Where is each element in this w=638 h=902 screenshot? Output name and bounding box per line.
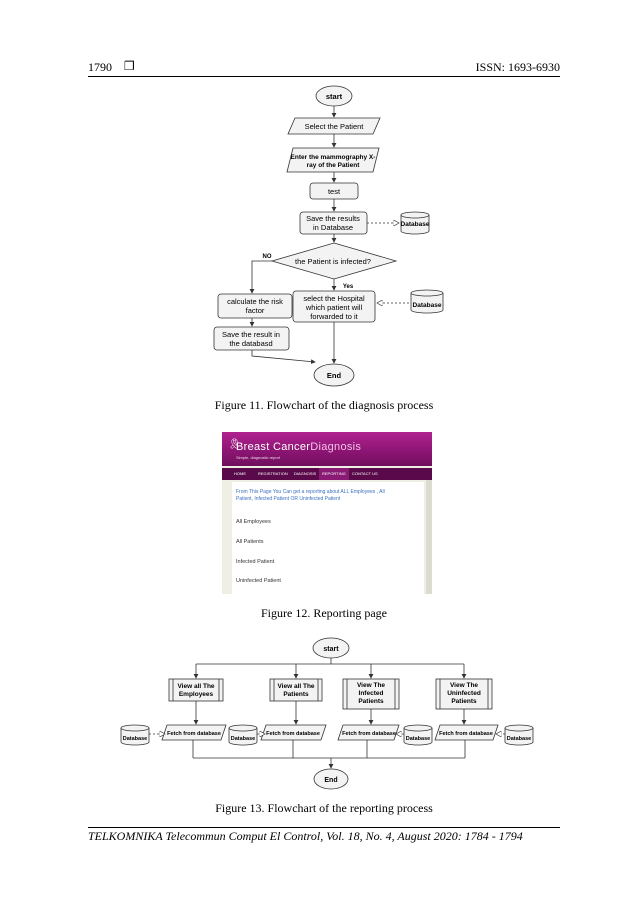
reporting-flowchart: start View all The Employees View all Th… bbox=[120, 637, 534, 790]
save-results-label-1: Save the results bbox=[306, 214, 360, 223]
site-logo: Breast CancerDiagnosis bbox=[236, 441, 361, 453]
view-infected-label-2: Infected bbox=[359, 690, 384, 697]
site-tagline: Simple, diagnostic report bbox=[236, 455, 281, 460]
save-result-label-1: Save the result in bbox=[222, 330, 280, 339]
footer-rule bbox=[88, 827, 560, 828]
hospital-label-3: forwarded to it bbox=[310, 312, 358, 321]
logo-part1: Breast Cancer bbox=[236, 441, 311, 453]
reporting-content: From This Page You Can get a reporting a… bbox=[232, 482, 424, 594]
view-employees-label-1: View all The bbox=[177, 683, 214, 690]
link-infected-patient[interactable]: Infected Patient bbox=[236, 559, 275, 565]
hospital-label-2: which patient will bbox=[305, 303, 363, 312]
figure-11-caption: Figure 11. Flowchart of the diagnosis pr… bbox=[214, 398, 434, 412]
view-infected-label-3: Patients bbox=[358, 698, 384, 705]
db-cyl-d bbox=[504, 728, 534, 746]
db-cyl-a bbox=[120, 728, 150, 746]
end-label-2: End bbox=[324, 777, 337, 784]
select-patient-label: Select the Patient bbox=[305, 122, 365, 131]
db-label-a: Database bbox=[123, 736, 147, 742]
fetch-label-1: Fetch from database bbox=[167, 731, 221, 737]
database-cylinder-1 bbox=[400, 215, 430, 235]
db-label-b: Database bbox=[231, 736, 255, 742]
section-symbol: ❒ bbox=[124, 59, 135, 73]
fetch-io-3 bbox=[337, 724, 400, 741]
end-terminal bbox=[313, 363, 355, 387]
nav-diagnosis[interactable]: DIAGNOSIS bbox=[294, 471, 317, 476]
link-all-employees[interactable]: All Employees bbox=[236, 519, 271, 525]
page-sidebar bbox=[426, 480, 432, 594]
figure-13-caption: Figure 13. Flowchart of the reporting pr… bbox=[215, 801, 433, 815]
decision-label: the Patient is infected? bbox=[295, 257, 371, 266]
save-result-process bbox=[213, 326, 290, 351]
footer-text: TELKOMNIKA Telecommun Comput El Control,… bbox=[88, 829, 523, 843]
view-patients-label-1: View all The bbox=[277, 683, 314, 690]
ribbon-icon: 🎗 bbox=[228, 439, 241, 450]
enter-xray-label-1: Enter the mammography X- bbox=[291, 154, 376, 161]
db-label-c: Database bbox=[406, 736, 430, 742]
nav-reporting[interactable]: REPORTING bbox=[319, 468, 349, 480]
end-terminal-2 bbox=[313, 768, 349, 790]
view-uninfected-label-1: View The bbox=[450, 682, 478, 689]
nav-home[interactable]: HOME bbox=[234, 471, 246, 476]
hospital-label-1: select the Hospital bbox=[303, 294, 365, 303]
diagnosis-flowchart: start Select the Patient Enter the mammo… bbox=[213, 85, 444, 387]
view-uninfected-box bbox=[435, 678, 493, 710]
end-label: End bbox=[327, 371, 342, 380]
fetch-io-4 bbox=[434, 724, 499, 741]
fetch-label-4: Fetch from database bbox=[439, 731, 493, 737]
header-rule bbox=[88, 76, 560, 77]
risk-factor-process bbox=[217, 293, 293, 319]
db-label-d: Database bbox=[507, 736, 531, 742]
save-result-label-2: the databasd bbox=[229, 339, 272, 348]
link-uninfected-patient[interactable]: Uninfected Patient bbox=[236, 578, 281, 584]
risk-label-1: calculate the risk bbox=[227, 297, 283, 306]
enter-xray-label-2: ray of the Patient bbox=[307, 162, 361, 169]
view-employees-label-2: Employees bbox=[179, 691, 214, 698]
test-label: test bbox=[328, 187, 341, 196]
link-all-patients[interactable]: All Patients bbox=[236, 539, 264, 545]
reporting-page-screenshot: 🎗 Breast CancerDiagnosis Simple, diagnos… bbox=[222, 432, 432, 594]
db-cyl-b bbox=[228, 728, 258, 746]
site-nav: HOME REGISTRATION DIAGNOSIS REPORTING CO… bbox=[222, 468, 432, 480]
database-label-2: Database bbox=[413, 302, 442, 309]
view-uninfected-label-3: Patients bbox=[451, 698, 477, 705]
reporting-intro: From This Page You Can get a reporting a… bbox=[236, 489, 385, 502]
yes-label: Yes bbox=[343, 284, 354, 290]
nav-contact[interactable]: CONTACT US bbox=[352, 471, 378, 476]
view-uninfected-label-2: Uninfected bbox=[447, 690, 481, 697]
db-cyl-c bbox=[403, 728, 433, 746]
risk-label-2: factor bbox=[246, 306, 265, 315]
select-patient-io bbox=[287, 117, 381, 135]
no-label: NO bbox=[263, 254, 272, 260]
nav-registration[interactable]: REGISTRATION bbox=[258, 471, 288, 476]
logo-part2: Diagnosis bbox=[310, 441, 362, 453]
save-results-label-2: in Database bbox=[313, 223, 353, 232]
view-patients-label-2: Patients bbox=[283, 691, 309, 698]
site-banner bbox=[222, 432, 432, 466]
database-cylinder-2 bbox=[410, 293, 444, 314]
start-label: start bbox=[326, 92, 343, 101]
page-number: 1790 bbox=[88, 60, 112, 74]
database-label-1: Database bbox=[401, 221, 430, 228]
start-label-2: start bbox=[323, 646, 339, 653]
fetch-label-3: Fetch from database bbox=[342, 731, 396, 737]
fetch-label-2: Fetch from database bbox=[266, 731, 320, 737]
view-infected-label-1: View The bbox=[357, 682, 385, 689]
enter-xray-io bbox=[286, 147, 380, 173]
figure-12-caption: Figure 12. Reporting page bbox=[261, 606, 387, 620]
issn: ISSN: 1693-6930 bbox=[475, 60, 560, 74]
